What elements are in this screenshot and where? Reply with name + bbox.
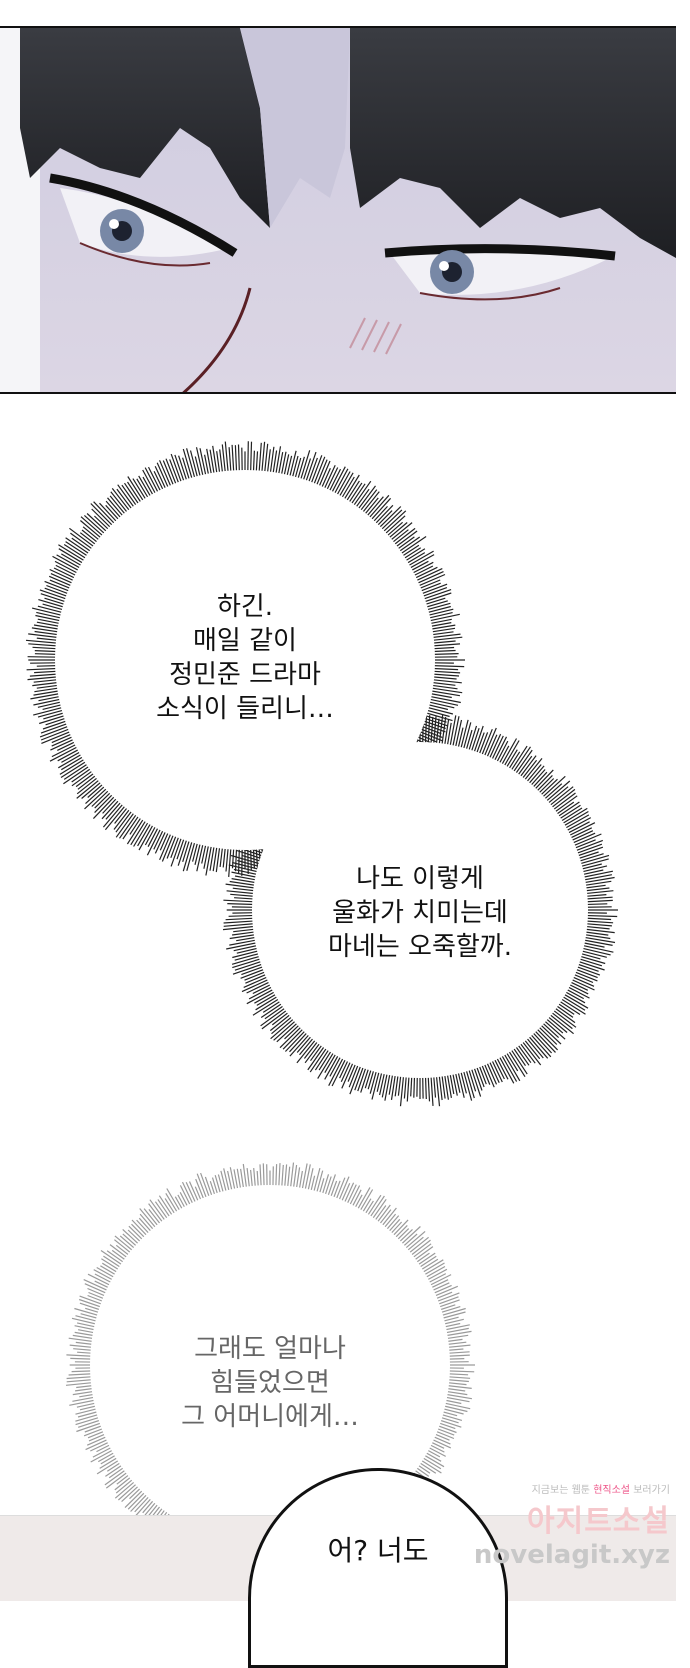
bubble-3-text: 그래도 얼마나 힘들었으면 그 어머니에게… — [120, 1332, 420, 1434]
watermark: 지금보는 웹툰 현직소설 보러가기 아지트소설 novelagit.xyz — [474, 1481, 670, 1570]
watermark-line3: novelagit.xyz — [474, 1540, 670, 1570]
speech-text: 어? 너도 — [251, 1529, 505, 1569]
watermark-line2: 아지트소설 — [474, 1496, 670, 1540]
bubble-2-text: 나도 이렇게 울화가 치미는데 마네는 오죽할까. — [270, 862, 570, 964]
bubble-1-text: 하긴. 매일 같이 정민준 드라마 소식이 들리니… — [95, 590, 395, 726]
watermark-line1: 지금보는 웹툰 현직소설 보러가기 — [474, 1481, 670, 1496]
